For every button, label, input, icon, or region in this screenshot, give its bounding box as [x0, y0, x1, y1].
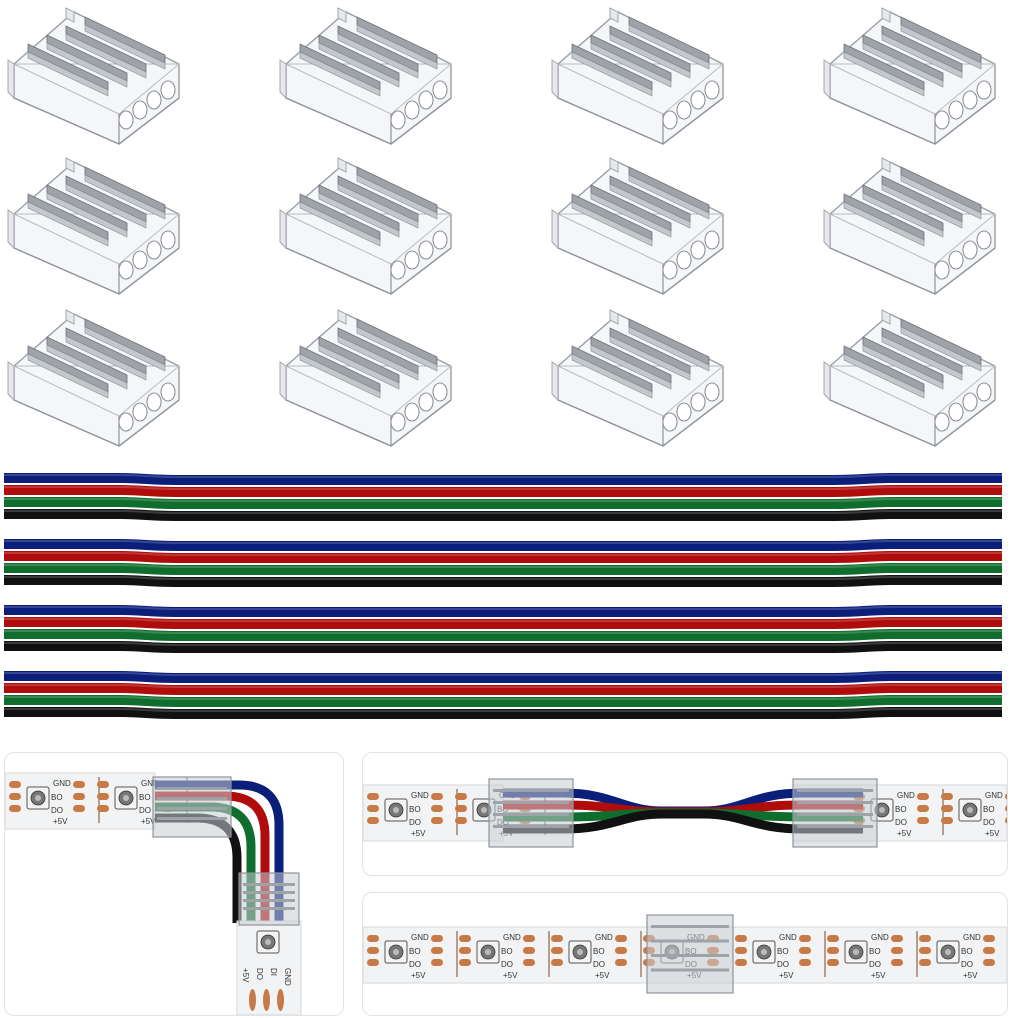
strip-connector	[7, 309, 181, 447]
svg-text:BO: BO	[983, 805, 995, 814]
svg-text:DO: DO	[51, 806, 63, 815]
strip-connector	[279, 7, 453, 145]
svg-text:+5V: +5V	[241, 968, 250, 983]
ribbon-cable	[4, 539, 1002, 587]
svg-text:BO: BO	[51, 793, 63, 802]
svg-text:DO: DO	[409, 818, 421, 827]
svg-text:+5V: +5V	[985, 829, 1000, 838]
strip-connector	[551, 157, 725, 295]
svg-text:DI: DI	[269, 968, 278, 976]
svg-text:+5V: +5V	[411, 971, 426, 980]
svg-text:DO: DO	[255, 968, 264, 980]
svg-text:+5V: +5V	[779, 971, 794, 980]
svg-text:GND: GND	[283, 968, 292, 986]
svg-text:+5V: +5V	[411, 829, 426, 838]
corner-connection-illustration: GND BO DO +5V GND BO DO +5V +5V DO DI GND	[5, 772, 302, 1015]
svg-text:DO: DO	[139, 806, 151, 815]
strip-connector	[823, 157, 997, 295]
svg-text:GND: GND	[963, 933, 981, 942]
ribbon-cable	[4, 473, 1002, 521]
connector-grid	[0, 0, 1010, 460]
strip-connector	[279, 157, 453, 295]
svg-text:DO: DO	[895, 818, 907, 827]
svg-text:DO: DO	[409, 960, 421, 969]
svg-text:BO: BO	[139, 793, 151, 802]
svg-text:+5V: +5V	[503, 971, 518, 980]
straight-connection-illustration: GND BO DO +5V GND BO DO +5V GND BO DO +5V GND BO DO +5V…	[363, 914, 1007, 994]
svg-text:BO: BO	[961, 947, 973, 956]
svg-text:+5V: +5V	[897, 829, 912, 838]
strip-connector	[823, 309, 997, 447]
svg-text:+5V: +5V	[871, 971, 886, 980]
svg-text:GND: GND	[985, 791, 1003, 800]
strip-connector	[551, 309, 725, 447]
svg-text:DO: DO	[777, 960, 789, 969]
svg-text:GND: GND	[411, 791, 429, 800]
svg-text:GND: GND	[779, 933, 797, 942]
svg-text:+5V: +5V	[963, 971, 978, 980]
svg-text:+5V: +5V	[595, 971, 610, 980]
svg-text:+5V: +5V	[53, 817, 68, 826]
svg-text:GND: GND	[897, 791, 915, 800]
svg-text:DO: DO	[501, 960, 513, 969]
svg-text:BO: BO	[409, 805, 421, 814]
corner-connection-panel: GND BO DO +5V GND BO DO +5V +5V DO DI GND	[4, 752, 344, 1016]
svg-text:GND: GND	[141, 779, 159, 788]
svg-text:DO: DO	[961, 960, 973, 969]
svg-text:GND: GND	[53, 779, 71, 788]
svg-text:+5V: +5V	[141, 817, 156, 826]
svg-text:DO: DO	[983, 818, 995, 827]
strip-connector	[279, 309, 453, 447]
strip-connector	[551, 7, 725, 145]
svg-text:BO: BO	[409, 947, 421, 956]
svg-text:GND: GND	[411, 933, 429, 942]
svg-text:BO: BO	[593, 947, 605, 956]
svg-text:BO: BO	[501, 947, 513, 956]
ribbon-cable	[4, 605, 1002, 653]
ribbon-cable	[4, 671, 1002, 719]
svg-text:BO: BO	[869, 947, 881, 956]
svg-text:BO: BO	[777, 947, 789, 956]
extension-cables	[4, 473, 1002, 719]
svg-text:DO: DO	[593, 960, 605, 969]
svg-text:BO: BO	[895, 805, 907, 814]
straight-connection-panel: GND BO DO +5V GND BO DO +5V GND BO DO +5V GND BO DO +5V…	[362, 892, 1008, 1016]
svg-text:GND: GND	[595, 933, 613, 942]
strip-connector	[823, 7, 997, 145]
strip-connector	[7, 7, 181, 145]
strip-connector	[7, 157, 181, 295]
svg-text:DO: DO	[869, 960, 881, 969]
svg-text:GND: GND	[503, 933, 521, 942]
svg-text:GND: GND	[871, 933, 889, 942]
